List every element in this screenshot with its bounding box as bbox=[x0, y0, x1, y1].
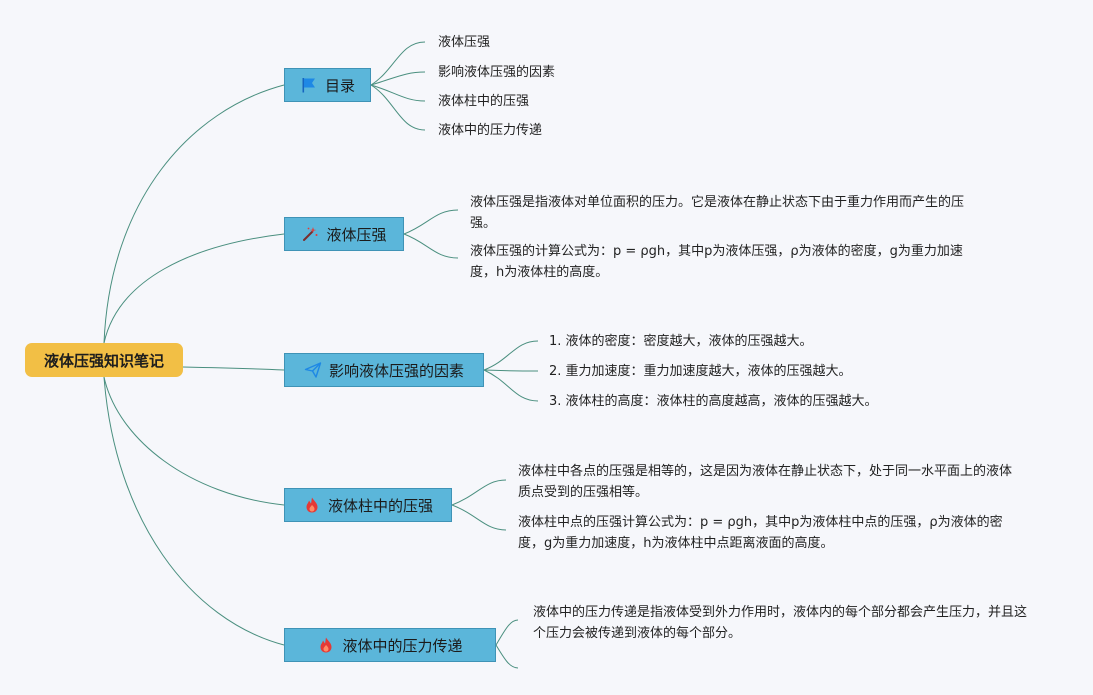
fire-icon bbox=[303, 496, 321, 514]
topic-pressure-transmission-label: 液体中的压力传递 bbox=[342, 636, 463, 655]
edge-t2-c1 bbox=[483, 369, 539, 372]
edge-root-topic-1 bbox=[103, 233, 285, 344]
edge-t0-c0 bbox=[370, 41, 426, 86]
topic-column-pressure[interactable]: 液体柱中的压强 bbox=[284, 488, 452, 522]
liquid-pressure-definition[interactable]: 液体压强是指液体对单位面积的压力。它是液体在静止状态下由于重力作用而产生的压强。 bbox=[470, 195, 965, 231]
topic-column-pressure-label: 液体柱中的压强 bbox=[327, 496, 433, 515]
edge-t4-c0 bbox=[495, 619, 519, 646]
edge-t0-c2 bbox=[370, 84, 426, 102]
topic-liquid-pressure-label: 液体压强 bbox=[326, 225, 387, 244]
column-pressure-equal-points[interactable]: 液体柱中各点的压强是相等的，这是因为液体在静止状态下，处于同一水平面上的液体质点… bbox=[518, 464, 1013, 500]
column-pressure-formula[interactable]: 液体柱中点的压强计算公式为：p = ρgh，其中p为液体柱中点的压强，ρ为液体的… bbox=[518, 515, 1003, 551]
edge-t3-c1 bbox=[451, 504, 507, 531]
edge-t0-c3 bbox=[370, 84, 426, 131]
topic-contents-label: 目录 bbox=[324, 76, 355, 95]
contents-item-3[interactable]: 液体中的压力传递 bbox=[438, 123, 543, 138]
edge-t1-c0 bbox=[403, 209, 459, 235]
liquid-pressure-formula[interactable]: 液体压强的计算公式为：p = ρgh，其中p为液体压强，ρ为液体的密度，g为重力… bbox=[470, 244, 963, 280]
edge-root-topic-4 bbox=[103, 376, 285, 646]
edge-t1-c1 bbox=[403, 233, 459, 259]
topic-pressure-transmission[interactable]: 液体中的压力传递 bbox=[284, 628, 496, 662]
edge-root-topic-3 bbox=[103, 376, 285, 506]
contents-item-2[interactable]: 液体柱中的压强 bbox=[438, 94, 530, 109]
topic-contents[interactable]: 目录 bbox=[284, 68, 371, 102]
sparkle-icon bbox=[301, 225, 319, 243]
topic-factors[interactable]: 影响液体压强的因素 bbox=[284, 353, 484, 387]
contents-item-1[interactable]: 影响液体压强的因素 bbox=[438, 65, 556, 80]
contents-item-0[interactable]: 液体压强 bbox=[438, 35, 491, 50]
edge-t2-c2 bbox=[483, 369, 539, 402]
root-topic-label: 液体压强知识笔记 bbox=[43, 351, 164, 370]
factor-item-density[interactable]: 1. 液体的密度：密度越大，液体的压强越大。 bbox=[549, 334, 813, 349]
pressure-transmission-definition[interactable]: 液体中的压力传递是指液体受到外力作用时，液体内的每个部分都会产生压力，并且这个压… bbox=[533, 605, 1028, 641]
factor-item-gravity[interactable]: 2. 重力加速度：重力加速度越大，液体的压强越大。 bbox=[549, 364, 852, 379]
topic-liquid-pressure[interactable]: 液体压强 bbox=[284, 217, 404, 251]
topic-factors-label: 影响液体压强的因素 bbox=[328, 361, 464, 380]
flag-icon bbox=[300, 76, 318, 94]
edge-t3-c0 bbox=[451, 479, 507, 506]
edge-t0-c1 bbox=[370, 71, 426, 86]
edge-root-topic-0 bbox=[103, 84, 285, 344]
factor-item-height[interactable]: 3. 液体柱的高度：液体柱的高度越高，液体的压强越大。 bbox=[549, 394, 878, 409]
edge-t4-c1 bbox=[495, 644, 519, 669]
edge-root-topic-2 bbox=[182, 366, 285, 371]
paper-plane-icon bbox=[304, 361, 322, 379]
edge-t2-c0 bbox=[483, 340, 539, 371]
fire-icon bbox=[317, 636, 335, 654]
root-topic[interactable]: 液体压强知识笔记 bbox=[25, 343, 183, 377]
